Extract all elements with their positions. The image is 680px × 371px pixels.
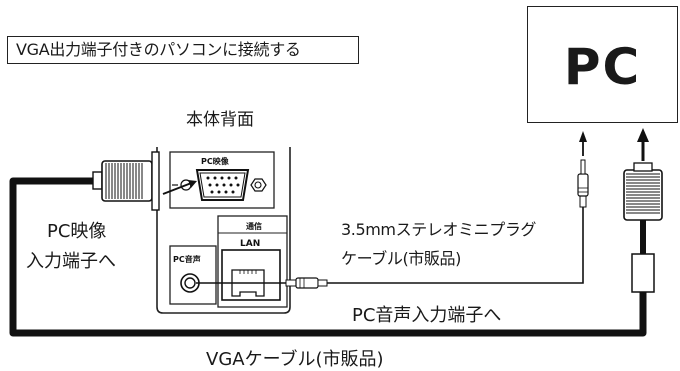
monitor-rear-panel [156,147,291,314]
title-box: VGA出力端子付きのパソコンに接続する [7,36,359,64]
audio-cable-label-line2: ケーブル(市販品) [341,249,461,268]
title-text: VGA出力端子付きのパソコンに接続する [16,40,301,59]
audio-cable [326,206,584,284]
pc-video-port-frame [169,151,275,209]
pc-audio-port-frame [169,245,217,305]
audio-plug-right [577,159,589,208]
panel-lan-label: LAN [240,239,260,249]
pc-box: PC [527,6,678,123]
panel-pc-audio-label: PC音声 [173,254,201,264]
vga-cable-label: VGAケーブル(市販品) [206,349,384,370]
body-rear-label: 本体背面 [186,110,254,130]
audio-cable-label-line1: 3.5mmステレオミニプラグ [341,220,537,239]
audio-plug-left [196,277,328,289]
pc-label: PC [563,38,642,96]
pc-video-input-label-line1: PC映像 [47,221,107,242]
comm-port-frame [217,215,288,308]
lan-port [221,249,281,301]
pc-video-input-label-line2: 入力端子へ [26,251,116,272]
vga-cable [9,177,647,337]
vga-arrow [162,181,195,195]
pc-audio-input-label: PC音声入力端子へ [352,305,502,326]
vga-plug-left [92,151,160,211]
vga-port-screw-right [254,181,262,189]
panel-pc-video-label: PC映像 [201,156,230,166]
vga-plug-right [623,162,663,293]
panel-comm-label: 通信 [246,221,262,231]
